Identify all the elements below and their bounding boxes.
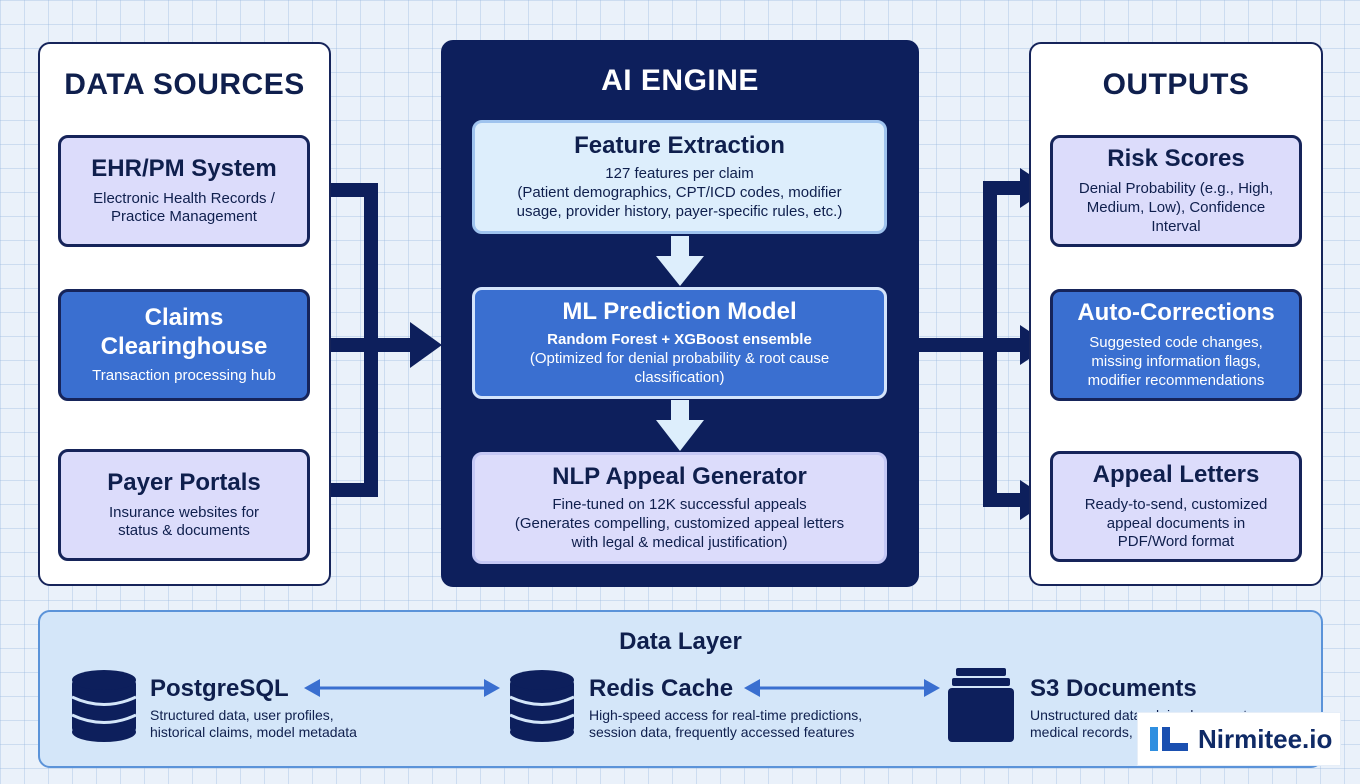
s3-documents-icon [948, 668, 1014, 742]
feature-extraction-box: Feature Extraction 127 features per clai… [472, 120, 887, 234]
auto-corrections-box: Auto-Corrections Suggested code changes,… [1050, 289, 1302, 401]
data-sources-title: DATA SOURCES [64, 68, 305, 101]
auto-desc: Suggested code changes, missing informat… [1087, 334, 1265, 389]
ml-desc: (Optimized for denial probability & root… [529, 350, 830, 386]
redis-database-icon [509, 670, 575, 742]
nirmitee-logo: Nirmitee.io [1138, 713, 1340, 765]
claims-clearinghouse-box: Claims Clearinghouse Transaction process… [58, 289, 310, 401]
claims-title-line2: Clearinghouse [100, 332, 268, 360]
appeal-title: Appeal Letters [1092, 460, 1260, 488]
postgres-redis-arrow [304, 679, 500, 697]
s3-name: S3 Documents [1030, 675, 1197, 702]
payer-desc: Insurance websites for status & document… [108, 503, 260, 540]
s3-desc-line2: medical records, ... [1030, 724, 1149, 740]
data-layer-panel: Data Layer [38, 610, 1323, 768]
postgres-desc-line1: Structured data, user profiles, [150, 707, 334, 723]
nlp-subtitle: Fine-tuned on 12K successful appeals [552, 496, 807, 514]
redis-s3-arrow [744, 679, 940, 697]
ml-title: ML Prediction Model [562, 298, 797, 326]
redis-desc-line1: High-speed access for real-time predicti… [589, 707, 863, 723]
ai-engine-title: AI ENGINE [601, 64, 759, 97]
claims-desc: Transaction processing hub [92, 367, 276, 385]
auto-title: Auto-Corrections [1077, 299, 1275, 327]
postgres-desc-line2: historical claims, model metadata [150, 724, 357, 740]
risk-scores-box: Risk Scores Denial Probability (e.g., Hi… [1050, 135, 1302, 247]
outputs-title: OUTPUTS [1102, 68, 1250, 101]
redis-desc-line2: session data, frequently accessed featur… [589, 724, 855, 740]
payer-portals-box: Payer Portals Insurance websites for sta… [58, 449, 310, 561]
appeal-letters-box: Appeal Letters Ready-to-send, customized… [1050, 451, 1302, 562]
feature-title: Feature Extraction [574, 132, 785, 160]
postgres-name: PostgreSQL [150, 675, 289, 702]
ml-subtitle: Random Forest + XGBoost ensemble [547, 331, 812, 349]
nlp-desc: (Generates compelling, customized appeal… [514, 515, 845, 551]
nirmitee-logo-icon [1150, 727, 1188, 751]
ehr-pm-system-box: EHR/PM System Electronic Health Records … [58, 135, 310, 247]
ml-prediction-model-box: ML Prediction Model Random Forest + XGBo… [472, 287, 887, 399]
risk-desc: Denial Probability (e.g., High, Medium, … [1078, 180, 1274, 235]
data-layer-title: Data Layer [619, 628, 742, 655]
nirmitee-logo-text: Nirmitee.io [1198, 723, 1333, 754]
sources-to-engine-arrowhead [410, 322, 442, 368]
postgres-database-icon [71, 670, 137, 742]
redis-name: Redis Cache [589, 675, 734, 702]
feature-subtitle: 127 features per claim [605, 165, 754, 183]
risk-title: Risk Scores [1107, 145, 1245, 173]
feature-desc: (Patient demographics, CPT/ICD codes, mo… [516, 184, 843, 220]
ehr-title: EHR/PM System [91, 154, 277, 182]
payer-title: Payer Portals [107, 468, 261, 496]
nlp-title: NLP Appeal Generator [552, 463, 807, 491]
nlp-appeal-generator-box: NLP Appeal Generator Fine-tuned on 12K s… [472, 452, 887, 564]
ehr-desc: Electronic Health Records / Practice Man… [93, 189, 275, 226]
appeal-desc: Ready-to-send, customized appeal documen… [1084, 495, 1268, 551]
claims-title-line1: Claims [144, 303, 224, 331]
